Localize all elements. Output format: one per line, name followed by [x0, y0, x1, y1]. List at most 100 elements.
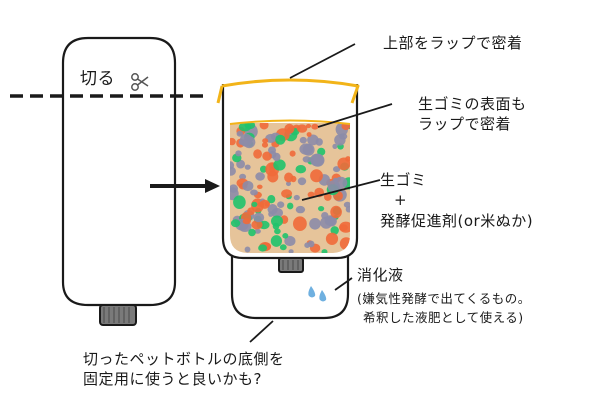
garbage-particle	[295, 165, 307, 174]
digest-note-line2: 希釈した液肥として使える)	[363, 309, 524, 325]
garbage-particle	[309, 218, 321, 230]
garbage-particle	[284, 123, 295, 134]
garbage-particle	[242, 180, 254, 192]
garbage-particle	[289, 150, 296, 157]
garbage-particle	[307, 191, 315, 198]
garbage-particle	[254, 228, 261, 234]
garbage-particle	[287, 202, 294, 210]
garbage-particle	[279, 244, 287, 251]
garbage-particle	[339, 221, 350, 233]
garbage-particle	[248, 228, 256, 237]
garbage-particle	[253, 149, 262, 159]
garbage-particle	[257, 184, 263, 189]
garbage-particle	[277, 201, 285, 208]
garbage-particle	[273, 159, 286, 171]
garbage-particle	[262, 138, 269, 144]
garbage-particle	[310, 169, 323, 183]
leader-surface	[317, 103, 393, 128]
garbage-particle	[261, 142, 269, 148]
garbage-label-plus: +	[394, 191, 408, 210]
garbage-label: 生ゴミ + 発酵促進剤(or米ぬか)	[380, 170, 533, 231]
garbage-particle	[275, 134, 286, 145]
garbage-particle	[259, 123, 269, 130]
garbage-particle	[255, 172, 265, 181]
garbage-particle	[260, 165, 267, 173]
garbage-particle	[267, 195, 276, 204]
garbage-particle	[244, 164, 251, 170]
garbage-particle	[272, 222, 280, 230]
garbage-particle	[330, 226, 339, 235]
garbage-particle	[230, 161, 235, 170]
cut-label: 切る	[80, 69, 115, 89]
bottle-base-holder	[230, 255, 350, 320]
garbage-particle	[306, 132, 312, 137]
garbage-particle	[345, 206, 350, 213]
garbage-particle	[257, 201, 264, 207]
whole-pet-bottle	[61, 36, 177, 326]
garbage-particle	[236, 130, 244, 137]
garbage-particle	[311, 123, 319, 130]
garbage-particle	[268, 146, 276, 154]
garbage-particle	[339, 237, 350, 251]
arrow-right-icon	[150, 179, 220, 193]
garbage-particle	[321, 249, 328, 253]
wrap-top-label: 上部をラップで密着	[383, 34, 523, 52]
liquid-drops-icon	[308, 286, 327, 302]
digest-note-line1: (嫌気性発酵で出てくるもの。	[357, 291, 531, 306]
garbage-label-line2: 発酵促進剤(or米ぬか)	[380, 211, 534, 230]
garbage-particle	[282, 233, 289, 239]
digest-note: (嫌気性発酵で出てくるもの。 希釈した液肥として使える)	[357, 290, 531, 328]
garbage-particle	[330, 205, 342, 219]
garbage-particle	[333, 166, 341, 173]
garbage-particle	[284, 172, 294, 183]
bottom-tip-label: 切ったペットボトルの底側を 固定用に使うと良いかも?	[83, 349, 285, 390]
bottom-tip-line1: 切ったペットボトルの底側を	[83, 350, 285, 368]
garbage-particle	[230, 219, 241, 228]
garbage-particle	[288, 249, 294, 253]
leader-garbage	[301, 179, 381, 201]
leader-wrap	[289, 43, 356, 79]
garbage-particle	[317, 147, 326, 156]
garbage-particle	[320, 216, 333, 229]
garbage-particles	[230, 123, 350, 253]
garbage-particle	[297, 177, 307, 186]
garbage-label-line1: 生ゴミ	[380, 171, 427, 189]
garbage-particle	[267, 170, 279, 183]
top-wrap	[216, 78, 360, 104]
garbage-particle	[243, 136, 256, 149]
digest-label: 消化液	[357, 266, 404, 284]
garbage-particle	[235, 150, 242, 157]
garbage-particle	[230, 184, 238, 193]
leader-digest	[334, 277, 353, 291]
garbage-particle	[286, 181, 291, 187]
garbage-particle	[318, 206, 325, 212]
surface-label-line2: ラップで密着	[418, 115, 512, 134]
garbage-particle	[258, 244, 268, 252]
garbage-particle	[270, 235, 282, 247]
garbage-particle	[307, 134, 319, 146]
garbage-particle	[293, 216, 307, 231]
garbage-particle	[242, 218, 251, 225]
garbage-particle	[334, 134, 346, 146]
garbage-particle	[299, 143, 314, 155]
garbage-particle	[295, 205, 306, 214]
garbage-particle	[244, 246, 251, 253]
bottom-tip-line2: 固定用に使うと良いかも?	[83, 370, 262, 389]
scissors-icon	[131, 73, 149, 91]
garbage-particle	[268, 211, 274, 217]
garbage-particle	[272, 152, 281, 162]
garbage-particle	[296, 124, 308, 133]
garbage-particle	[343, 201, 350, 208]
surface-label-line1: 生ゴミの表面も	[418, 95, 527, 113]
garbage-particle	[230, 166, 236, 176]
garbage-particle	[233, 195, 246, 209]
garbage-particle	[310, 153, 324, 167]
garbage-particle	[332, 143, 338, 149]
garbage-particle	[345, 156, 350, 162]
surface-label: 生ゴミの表面も ラップで密着	[418, 94, 527, 135]
garbage-particle	[327, 180, 340, 193]
garbage-particle	[250, 189, 258, 196]
garbage-particle	[302, 156, 311, 163]
garbage-particle	[325, 232, 339, 245]
